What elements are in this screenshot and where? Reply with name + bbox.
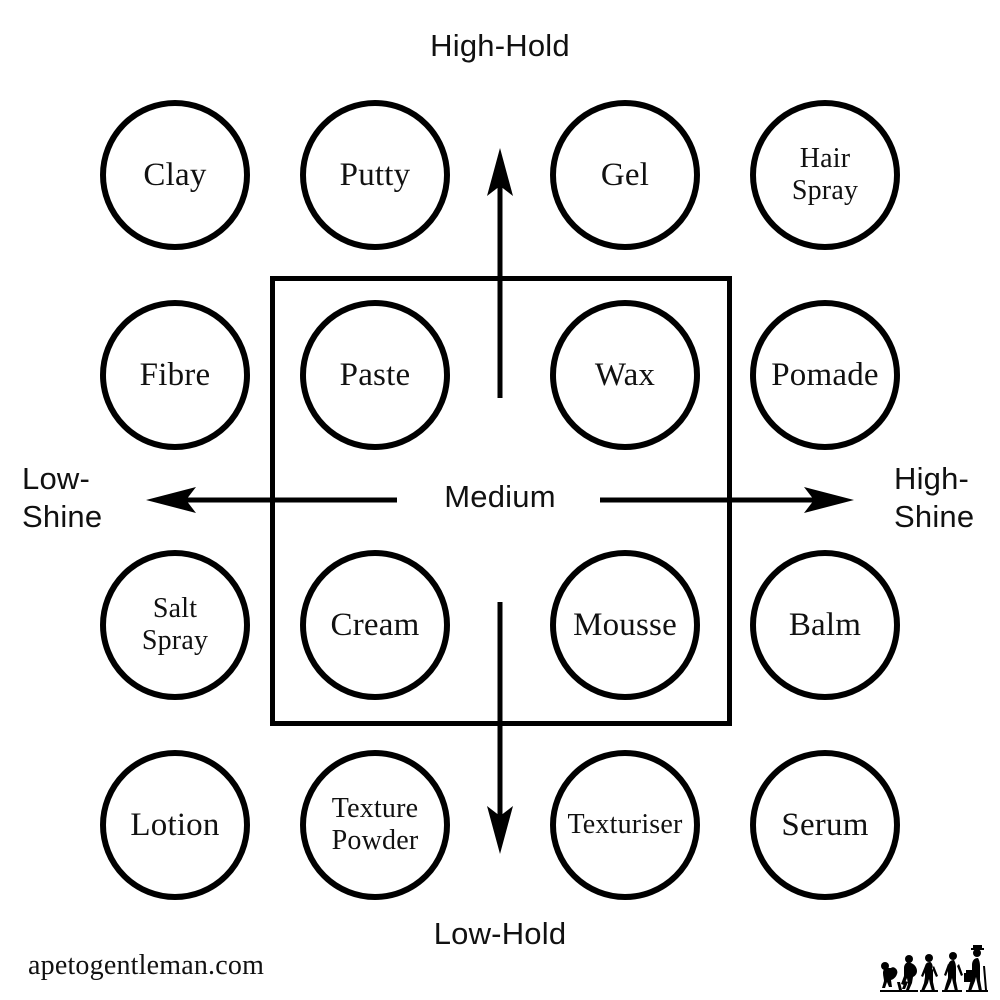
product-node-label: Mousse: [573, 606, 677, 643]
product-node-pomade[interactable]: Pomade: [750, 300, 900, 450]
product-node-label: Serum: [781, 806, 869, 843]
product-node-lotion[interactable]: Lotion: [100, 750, 250, 900]
product-node-salt-spray[interactable]: Salt Spray: [100, 550, 250, 700]
product-node-label: Putty: [339, 156, 411, 193]
product-node-label: Lotion: [130, 806, 220, 843]
product-node-label: Clay: [143, 156, 207, 193]
product-node-label: Salt Spray: [141, 592, 209, 656]
center-label-medium: Medium: [444, 479, 556, 514]
product-node-label: Texturiser: [567, 808, 683, 840]
product-node-wax[interactable]: Wax: [550, 300, 700, 450]
axis-label-high-hold: High-Hold: [430, 28, 570, 63]
product-node-paste[interactable]: Paste: [300, 300, 450, 450]
product-node-mousse[interactable]: Mousse: [550, 550, 700, 700]
product-node-balm[interactable]: Balm: [750, 550, 900, 700]
axis-label-high-shine: High- Shine: [894, 461, 975, 534]
product-node-clay[interactable]: Clay: [100, 100, 250, 250]
product-node-label: Texture Powder: [331, 792, 419, 856]
product-node-fibre[interactable]: Fibre: [100, 300, 250, 450]
footer-website: apetogentleman.com: [28, 950, 265, 981]
product-node-label: Pomade: [771, 356, 879, 393]
product-node-putty[interactable]: Putty: [300, 100, 450, 250]
product-node-hair-spray[interactable]: Hair Spray: [750, 100, 900, 250]
product-node-gel[interactable]: Gel: [550, 100, 700, 250]
product-node-label: Wax: [594, 356, 656, 393]
product-node-texturiser[interactable]: Texturiser: [550, 750, 700, 900]
product-node-label: Cream: [330, 606, 420, 643]
product-node-label: Gel: [600, 156, 650, 193]
product-node-cream[interactable]: Cream: [300, 550, 450, 700]
product-node-serum[interactable]: Serum: [750, 750, 900, 900]
axis-label-low-hold: Low-Hold: [433, 916, 567, 951]
axis-label-low-shine: Low- Shine: [22, 461, 103, 534]
evolution-of-man-logo: [880, 945, 988, 992]
product-node-label: Paste: [339, 356, 411, 393]
product-node-label: Balm: [788, 606, 862, 643]
product-node-label: Hair Spray: [791, 142, 859, 206]
product-node-label: Fibre: [139, 356, 211, 393]
product-node-texture-powder[interactable]: Texture Powder: [300, 750, 450, 900]
